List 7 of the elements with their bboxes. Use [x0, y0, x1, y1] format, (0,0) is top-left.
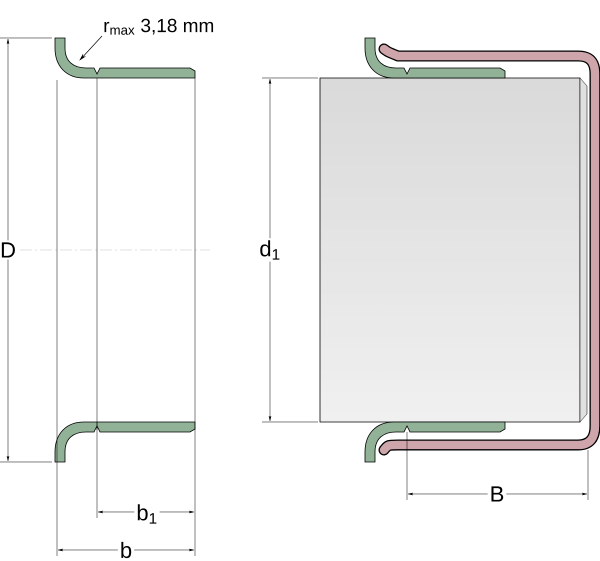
dimension-label: b: [118, 540, 134, 560]
seal-drawing: [54, 38, 196, 78]
dimension-label: B: [488, 484, 506, 504]
dimension-label: D: [0, 240, 18, 260]
dimension-label: d$_{1}$: [257, 238, 283, 262]
dimension-label: b$_{1}$: [134, 502, 160, 526]
radius-label: r$_{max}$ 3,18 mm: [104, 18, 214, 35]
